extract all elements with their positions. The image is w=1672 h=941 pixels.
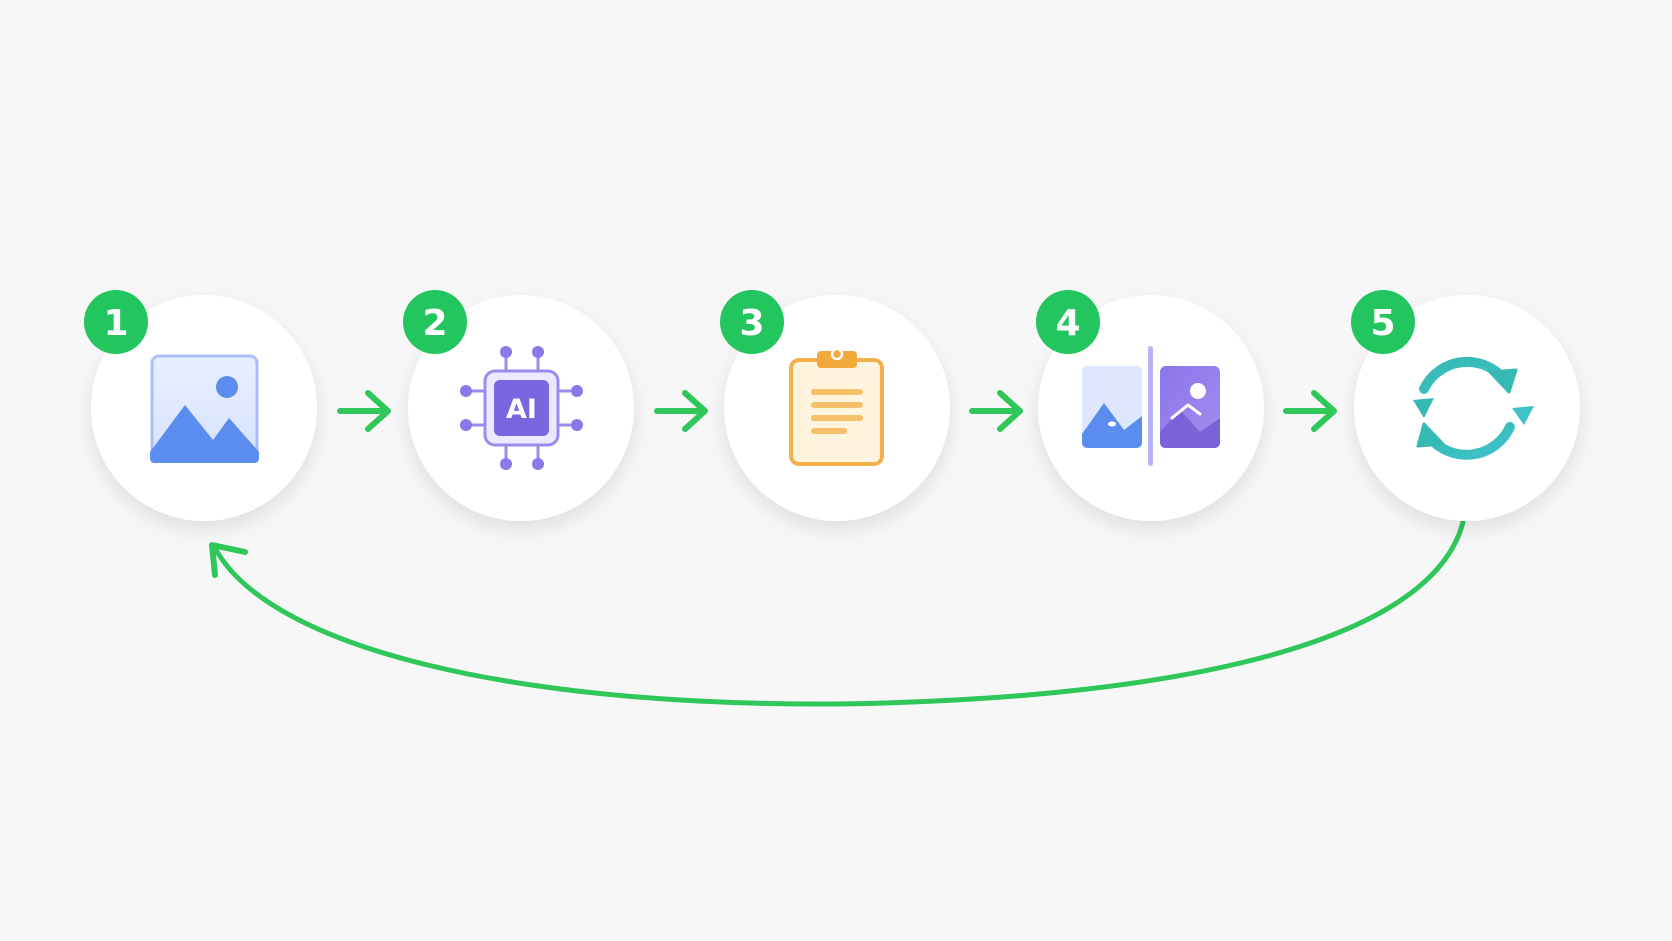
- step-1-node: [91, 295, 317, 521]
- step-1-badge: 1: [84, 290, 148, 354]
- step-2-number: 2: [422, 303, 447, 344]
- step-5-badge: 5: [1351, 290, 1415, 354]
- clipboard-icon: [789, 347, 884, 466]
- image-comparison-icon: [1082, 346, 1220, 466]
- arrow-1-to-2: [337, 390, 391, 432]
- step-4-badge: 4: [1036, 290, 1100, 354]
- return-loop-arrow: [212, 519, 1466, 707]
- step-2-node: AI: [408, 295, 634, 521]
- step-4-node: [1038, 295, 1264, 521]
- step-3-node: [724, 295, 950, 521]
- step-4-number: 4: [1055, 303, 1080, 344]
- return-loop-arrowhead: [209, 542, 248, 578]
- arrow-2-to-3: [654, 390, 708, 432]
- arrow-4-to-5: [1283, 390, 1337, 432]
- step-3-number: 3: [739, 303, 764, 344]
- arrow-3-to-4: [969, 390, 1023, 432]
- image-icon: [150, 354, 259, 463]
- step-5-number: 5: [1370, 303, 1395, 344]
- ai-chip-icon: AI: [460, 346, 583, 470]
- ai-chip-label: AI: [506, 394, 537, 425]
- step-1-number: 1: [103, 303, 128, 344]
- step-3-badge: 3: [720, 290, 784, 354]
- refresh-cycle-icon: [1413, 356, 1534, 460]
- step-5-node: [1354, 295, 1580, 521]
- step-2-badge: 2: [403, 290, 467, 354]
